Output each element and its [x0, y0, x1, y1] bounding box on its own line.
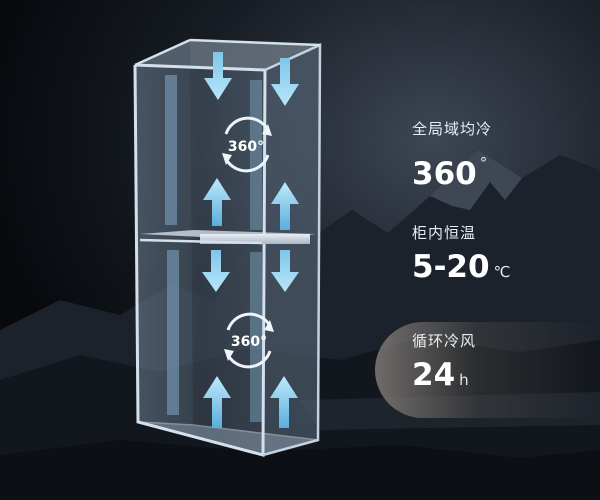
mountain-snow — [430, 150, 522, 210]
shoreline — [0, 440, 600, 500]
circulation-ring-arrowhead — [222, 153, 232, 165]
airflow-arrow-icon — [203, 178, 231, 226]
circulation-ring-arrowhead — [224, 349, 234, 361]
circulation-ring-arrowhead — [262, 124, 272, 136]
airflow-arrow-icon — [270, 376, 298, 428]
cabinet-frame-top-edge — [134, 38, 191, 67]
lower-circulation: 360° — [224, 312, 274, 369]
airflow-arrow-icon — [204, 52, 232, 100]
airflow-arrow-icon — [203, 376, 231, 428]
inner-left-strip — [165, 75, 177, 225]
circulation-ring-arrowhead — [264, 320, 274, 332]
airflow-arrow-icon — [271, 182, 299, 230]
inner-left-strip-lower — [167, 250, 179, 415]
upper-circulation: 360° — [222, 116, 272, 173]
cabinet-right-wall — [263, 45, 320, 455]
inner-right-strip — [250, 80, 262, 230]
cabinet-frame-back — [262, 43, 322, 457]
middle-shelf-edge — [200, 234, 310, 244]
middle-divider — [139, 238, 263, 245]
cabinet-frame-top-back — [189, 38, 321, 47]
circulation-ring-icon — [224, 116, 270, 135]
lower-360-badge: 360° — [231, 334, 267, 350]
airflow-arrow-icon — [202, 250, 230, 292]
airflow-arrow-icon — [271, 58, 299, 106]
cabinet-front-glass — [135, 65, 265, 455]
airflow-arrow-icon — [271, 250, 299, 292]
circulation-ring-icon — [224, 154, 270, 173]
airflow — [202, 52, 299, 428]
circulation-ring-icon — [226, 350, 272, 369]
cabinet — [133, 38, 322, 457]
upper-360-badge: 360° — [228, 139, 264, 155]
circulation-ring-icon — [226, 312, 272, 331]
inner-right-strip-lower — [250, 252, 262, 422]
